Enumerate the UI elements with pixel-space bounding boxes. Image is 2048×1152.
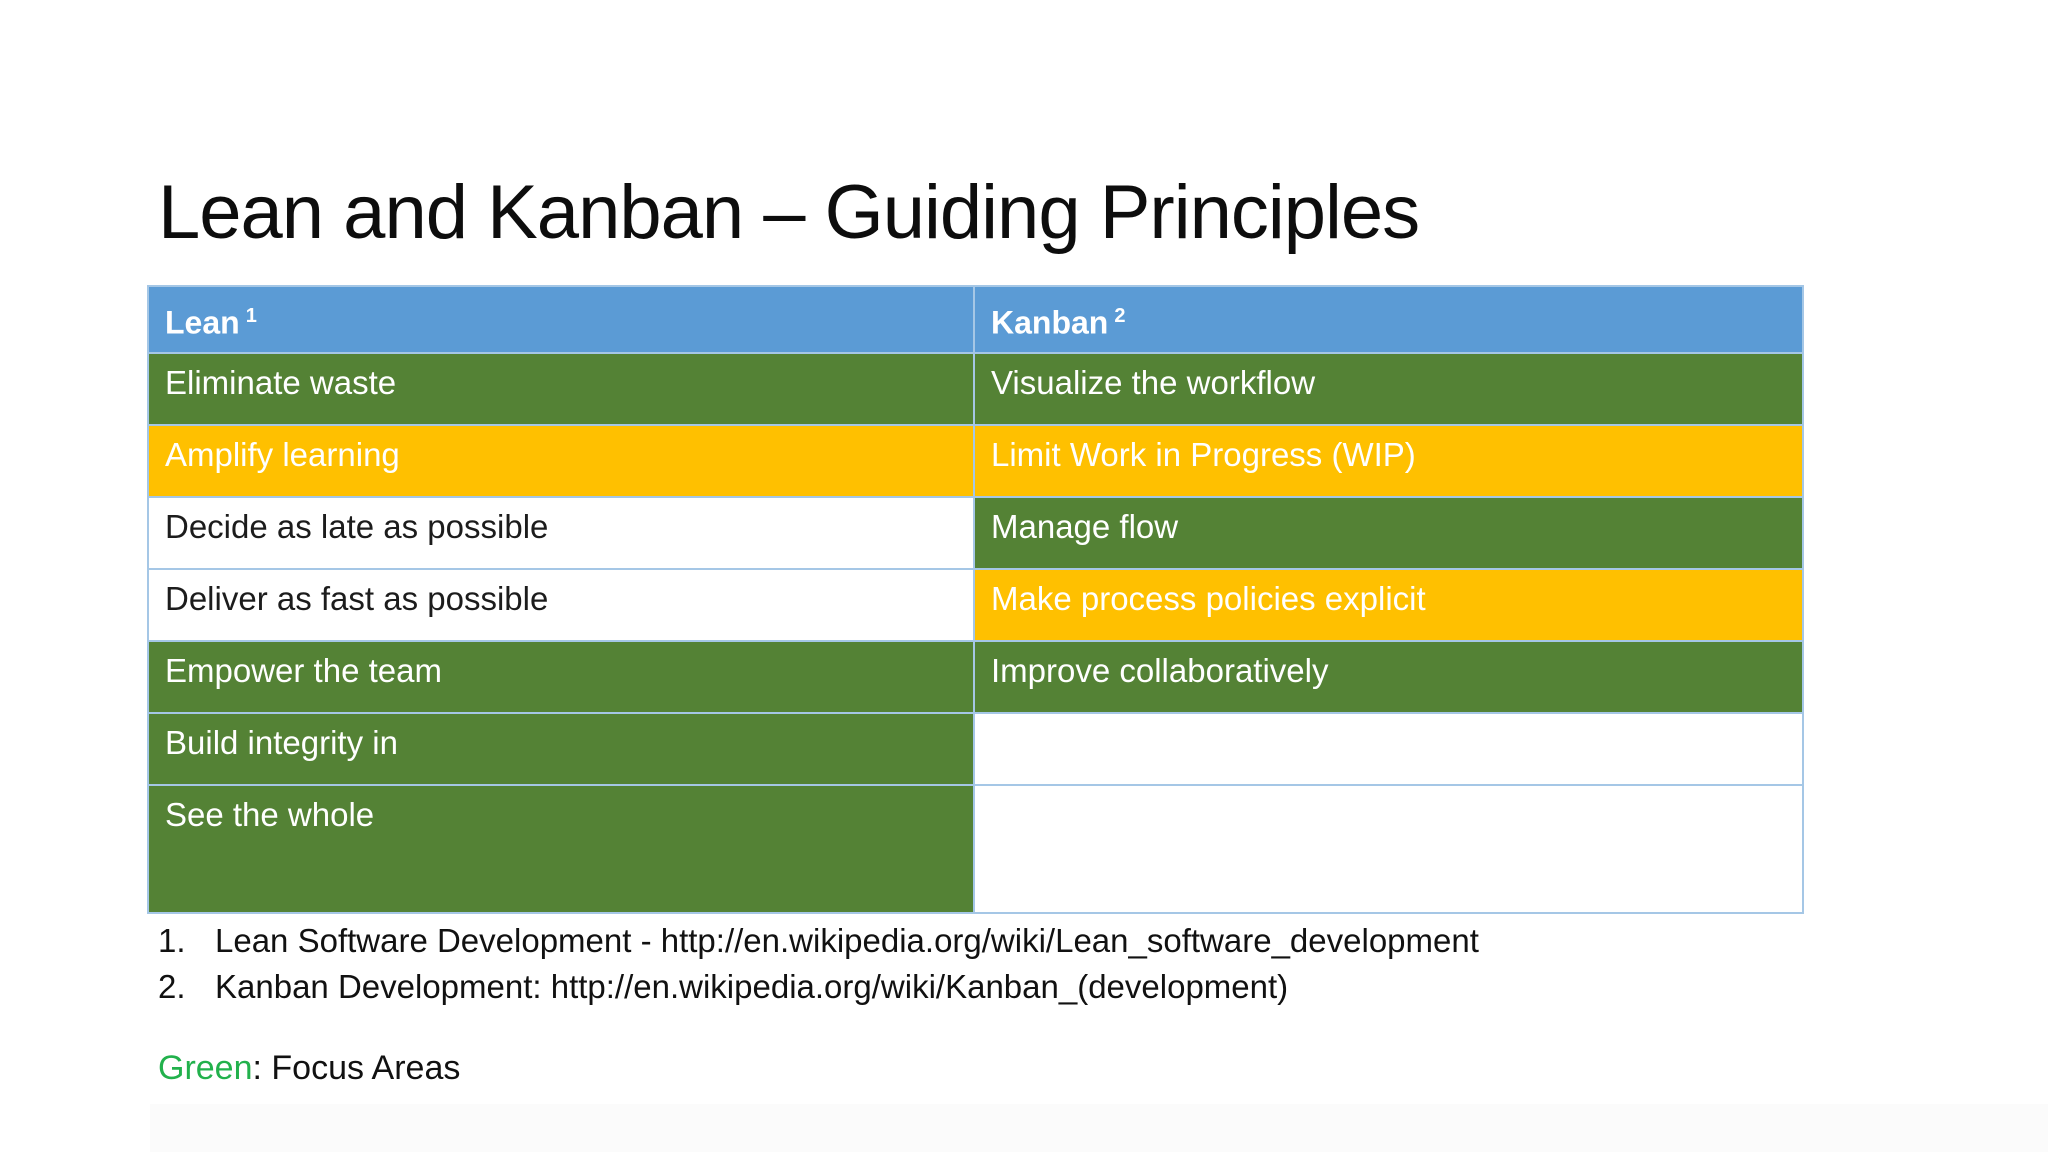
footnote-kanban-url: Kanban Development: http://en.wikipedia.… bbox=[215, 968, 1289, 1005]
table-row: See the whole bbox=[147, 784, 1804, 914]
table-row: Eliminate waste Visualize the workflow bbox=[147, 352, 1804, 426]
lean-cell-decide-late: Decide as late as possible bbox=[147, 496, 975, 570]
kanban-header-label: Kanban bbox=[991, 304, 1109, 341]
footnote-lean-url: Lean Software Development - http://en.wi… bbox=[215, 922, 1479, 959]
table-row: Empower the team Improve collaboratively bbox=[147, 640, 1804, 714]
kanban-cell-limit-wip: Limit Work in Progress (WIP) bbox=[973, 424, 1804, 498]
footnotes: 1. Lean Software Development - http://en… bbox=[158, 918, 1479, 1010]
table-row: Amplify learning Limit Work in Progress … bbox=[147, 424, 1804, 498]
footnote-number: 2. bbox=[158, 968, 186, 1005]
footnote-lean: 1. Lean Software Development - http://en… bbox=[158, 918, 1479, 964]
footnote-kanban: 2. Kanban Development: http://en.wikiped… bbox=[158, 964, 1479, 1010]
kanban-cell-manage-flow: Manage flow bbox=[973, 496, 1804, 570]
legend-description: : Focus Areas bbox=[252, 1049, 461, 1087]
lean-cell-build-integrity: Build integrity in bbox=[147, 712, 975, 786]
lean-header-label: Lean bbox=[165, 304, 240, 341]
lean-footnote-ref: 1 bbox=[245, 305, 257, 327]
lean-cell-amplify-learning: Amplify learning bbox=[147, 424, 975, 498]
slide-title: Lean and Kanban – Guiding Principles bbox=[158, 169, 1420, 255]
legend-green-term: Green bbox=[158, 1049, 253, 1087]
kanban-cell-empty-2 bbox=[973, 784, 1804, 914]
color-legend: Green: Focus Areas bbox=[158, 1046, 460, 1090]
table-row: Build integrity in bbox=[147, 712, 1804, 786]
kanban-cell-explicit-policies: Make process policies explicit bbox=[973, 568, 1804, 642]
kanban-cell-improve-collaboratively: Improve collaboratively bbox=[973, 640, 1804, 714]
footnote-number: 1. bbox=[158, 922, 186, 959]
lean-cell-see-whole: See the whole bbox=[147, 784, 975, 914]
table-row: Deliver as fast as possible Make process… bbox=[147, 568, 1804, 642]
lean-cell-eliminate-waste: Eliminate waste bbox=[147, 352, 975, 426]
kanban-cell-visualize-workflow: Visualize the workflow bbox=[973, 352, 1804, 426]
lean-cell-empower-team: Empower the team bbox=[147, 640, 975, 714]
slide-bottom-margin bbox=[150, 1104, 2048, 1152]
table-row: Decide as late as possible Manage flow bbox=[147, 496, 1804, 570]
kanban-footnote-ref: 2 bbox=[1114, 305, 1126, 327]
kanban-cell-empty-1 bbox=[973, 712, 1804, 786]
lean-cell-deliver-fast: Deliver as fast as possible bbox=[147, 568, 975, 642]
